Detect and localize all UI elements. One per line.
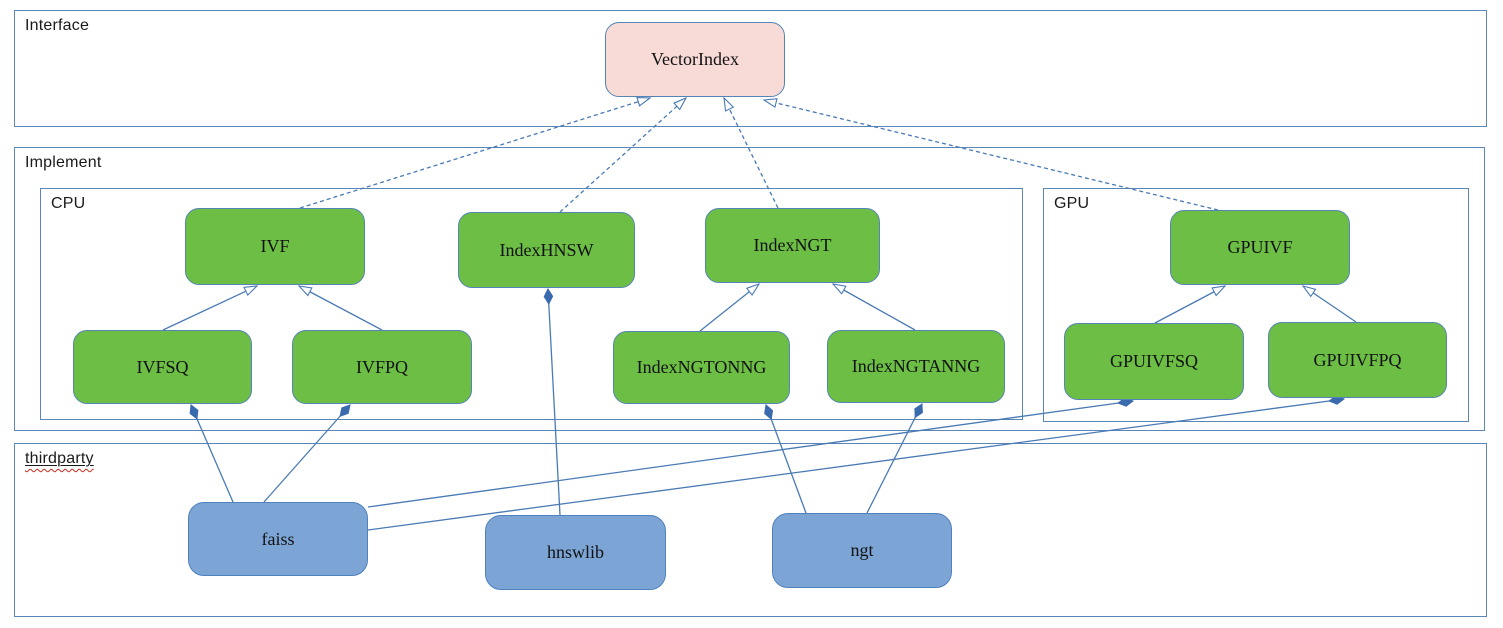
node-indexngtonng-label: IndexNGTONNG [636,357,767,377]
node-ivfsq[interactable]: IVFSQ [73,330,252,404]
section-interface-label: Interface [25,17,90,34]
node-indexngt-label: IndexNGT [753,235,832,255]
node-ivfpq[interactable]: IVFPQ [292,330,472,404]
node-gpuivfpq-label: GPUIVFPQ [1313,349,1402,370]
node-ngt-label: ngt [850,540,874,560]
section-implement-label: Implement [25,154,102,171]
node-indexngtanng[interactable]: IndexNGTANNG [827,330,1005,403]
node-vectorindex-label: VectorIndex [651,49,739,69]
node-indexngtonng[interactable]: IndexNGTONNG [613,331,790,404]
node-gpuivfsq-label: GPUIVFSQ [1109,351,1199,371]
section-thirdparty-label: thirdparty [25,450,94,468]
node-faiss-label: faiss [261,528,295,549]
node-ivf[interactable]: IVF [185,208,365,285]
node-ivfpq-label: IVFPQ [355,356,408,377]
node-indexhnsw-label: IndexHNSW [499,239,594,260]
node-ivf-label: IVF [260,236,290,256]
section-thirdparty-label-text: thirdparty [25,450,94,467]
section-gpu-label: GPU [1054,195,1090,212]
node-gpuivf[interactable]: GPUIVF [1170,210,1350,285]
section-cpu-label: CPU [51,195,86,212]
node-vectorindex[interactable]: VectorIndex [605,22,785,97]
node-ngt[interactable]: ngt [772,513,952,588]
node-indexngt[interactable]: IndexNGT [705,208,880,283]
node-indexhnsw[interactable]: IndexHNSW [458,212,635,288]
node-gpuivfpq[interactable]: GPUIVFPQ [1268,322,1447,398]
node-ivfsq-label: IVFSQ [136,356,189,377]
node-gpuivf-label: GPUIVF [1227,237,1293,257]
node-hnswlib[interactable]: hnswlib [485,515,666,590]
node-faiss[interactable]: faiss [188,502,368,576]
node-indexngtanng-label: IndexNGTANNG [851,356,981,376]
node-gpuivfsq[interactable]: GPUIVFSQ [1064,323,1244,400]
node-hnswlib-label: hnswlib [546,542,604,562]
